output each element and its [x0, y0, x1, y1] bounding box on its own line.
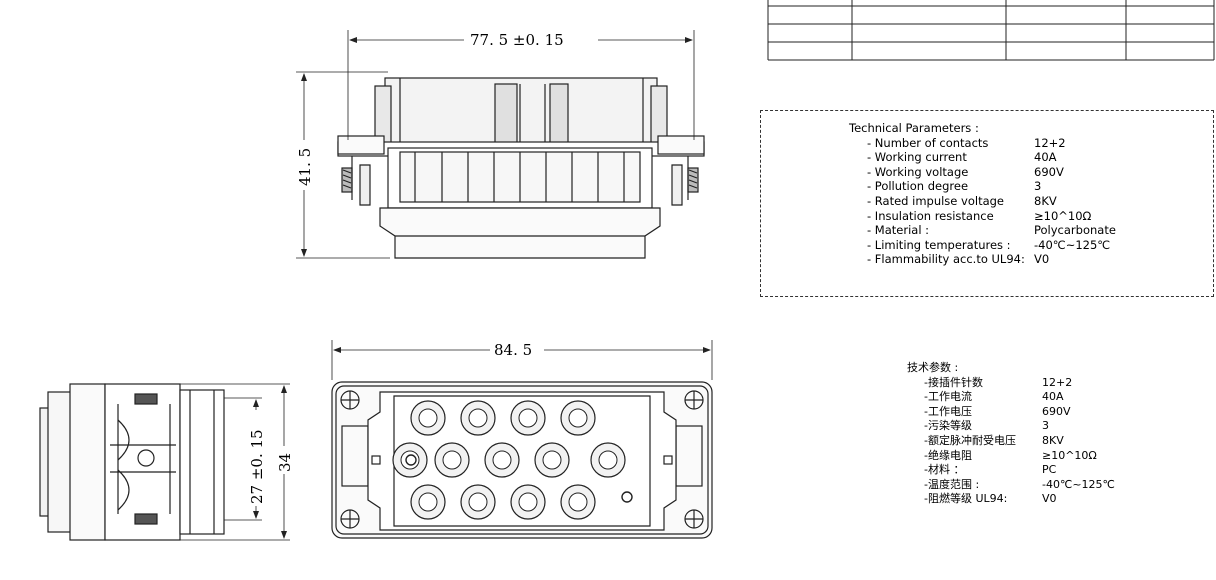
bottom-view-dimensions — [331, 340, 713, 380]
dim-side-outer: 34 — [276, 453, 294, 472]
contact-array — [392, 400, 633, 520]
mounting-hole-icon — [340, 390, 704, 529]
parameter-row: -绝缘电阻≥10^10Ω — [924, 448, 1097, 462]
parameter-row: -材料 ：PC — [924, 463, 1057, 477]
contact-pin-hole — [468, 408, 488, 428]
side-view-dimensions — [180, 383, 290, 541]
contact-pin-hole — [418, 408, 438, 428]
dim-bottom-width: 84. 5 — [494, 341, 532, 359]
parameters-heading-zh: 技术参数 : — [907, 361, 959, 374]
contact-pin-hole — [568, 408, 588, 428]
parameter-row: -温度范围 :-40℃~125℃ — [924, 477, 1115, 491]
contact-pin-hole — [418, 492, 438, 512]
parameter-row: -阻燃等级 UL94:V0 — [924, 492, 1057, 506]
contact-pin-hole — [468, 492, 488, 512]
parameter-row: - Material :Polycarbonate — [867, 223, 1116, 238]
parameter-row: - Insulation resistance≥10^10Ω — [867, 208, 1092, 223]
dim-top-width: 77. 5 ±0. 15 — [470, 31, 564, 49]
contact-pin-hole — [442, 450, 462, 470]
dim-top-height: 41. 5 — [296, 148, 314, 186]
side-view — [39, 383, 225, 541]
dim-side-inner: 27 ±0. 15 — [248, 429, 266, 504]
technical-parameters-box: Technical Parameters : - Number of conta… — [760, 110, 1214, 297]
contact-pin-hole — [542, 450, 562, 470]
contact-pin-hole — [568, 492, 588, 512]
technical-parameters-en: Technical Parameters : - Number of conta… — [849, 121, 1116, 267]
contact-pin-hole — [518, 408, 538, 428]
parameter-row: - Limiting temperatures :-40℃~125℃ — [867, 237, 1111, 252]
auxiliary-contact — [621, 491, 633, 503]
contact-pin-hole — [598, 450, 618, 470]
auxiliary-contact — [405, 454, 417, 466]
parameter-row: - Flammability acc.to UL94:V0 — [867, 252, 1050, 267]
parameters-heading-en: Technical Parameters : — [849, 121, 979, 135]
top-view-dimensions — [296, 30, 695, 259]
title-block-table — [767, 0, 1215, 61]
contact-pin-hole — [518, 492, 538, 512]
contact-pin-hole — [492, 450, 512, 470]
top-view — [337, 77, 705, 259]
